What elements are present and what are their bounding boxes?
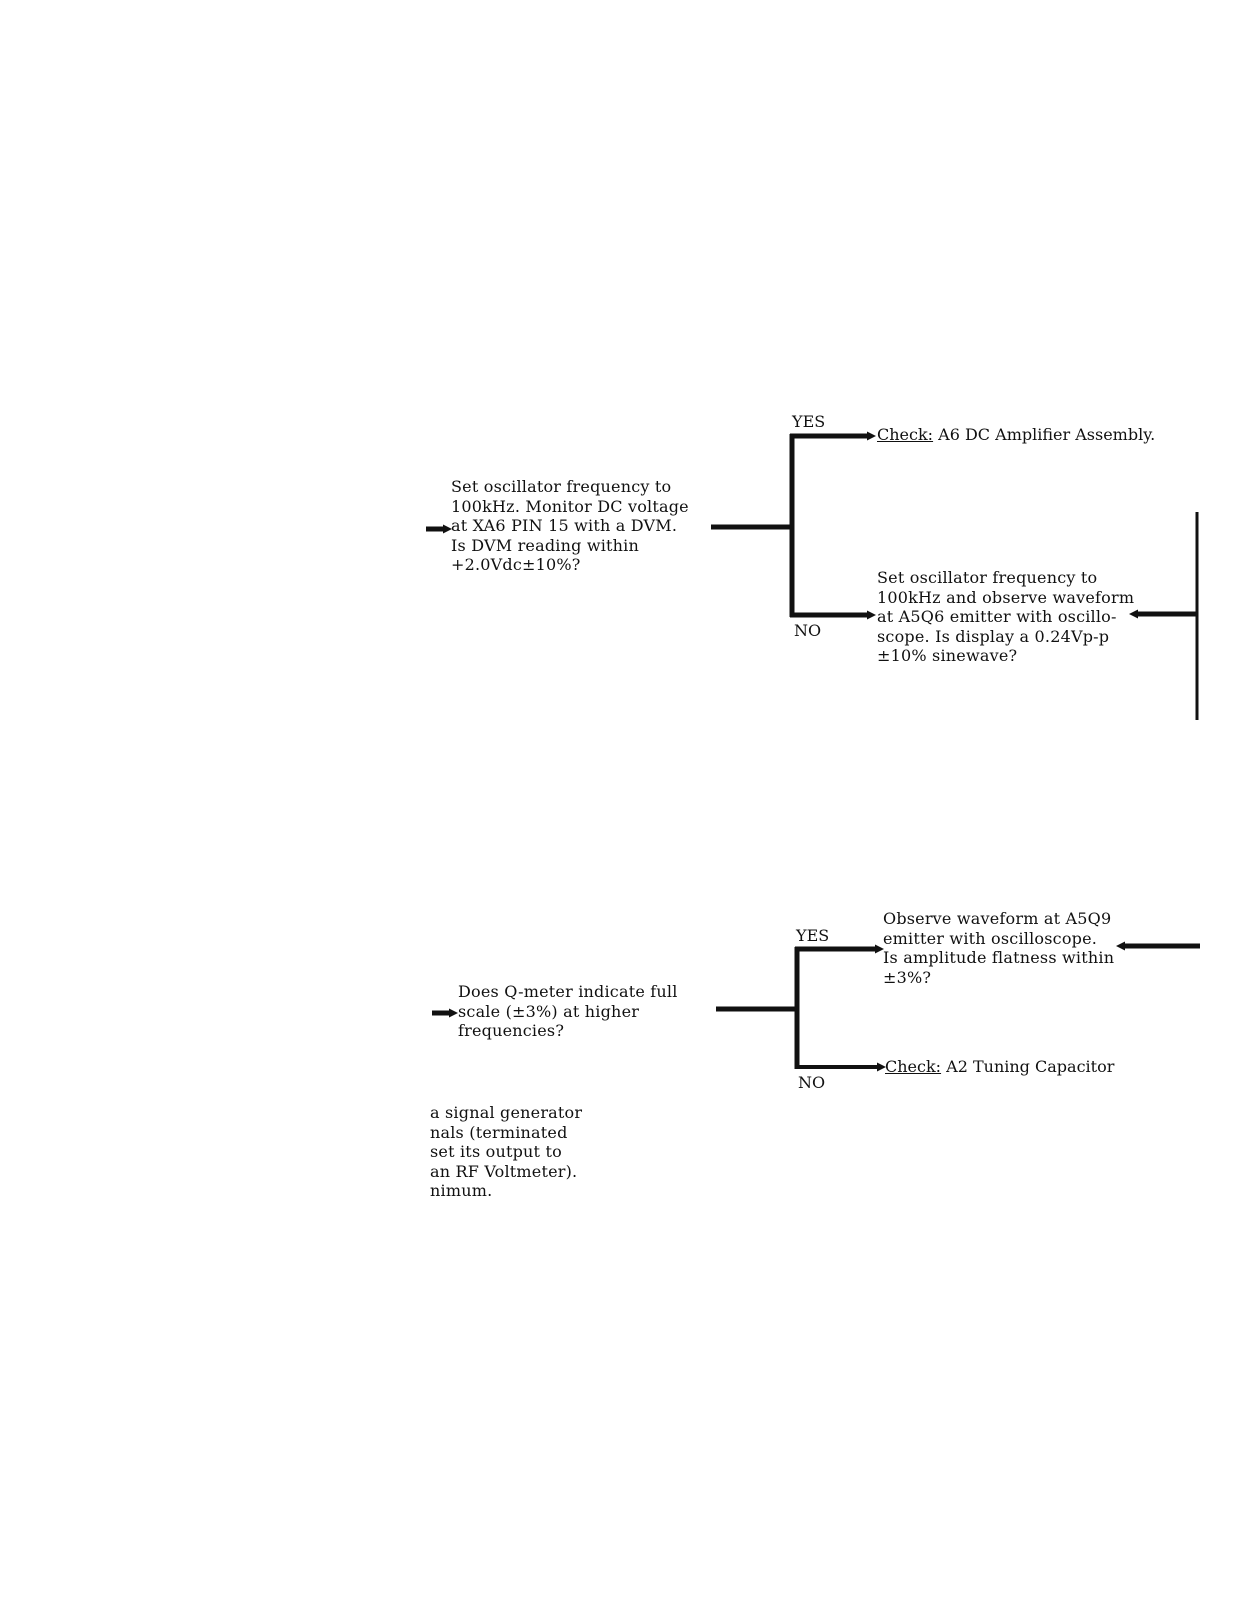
upper-yes-check-prefix: Check: — [877, 425, 934, 444]
upper-no-arrowhead — [867, 610, 876, 620]
lower-yes-question-box: Observe waveform at A5Q9 emitter with os… — [883, 909, 1115, 987]
upper-entry-arrowhead — [443, 524, 452, 534]
lower-no-arrowhead — [877, 1062, 886, 1072]
upper-yes-check: Check: A6 DC Amplifier Assembly. — [877, 426, 1155, 444]
lower-yes-arrowhead — [875, 944, 884, 954]
lower-yes-label: YES — [796, 926, 830, 945]
upper-no-question-box: Set oscillator frequency to 100kHz and o… — [877, 568, 1135, 665]
upper-yes-label: YES — [792, 412, 826, 431]
upper-question-box: Set oscillator frequency to 100kHz. Moni… — [451, 477, 689, 574]
lower-no-check: Check: A2 Tuning Capacitor — [885, 1058, 1114, 1076]
lower-no-label: NO — [798, 1073, 826, 1092]
lower-cutoff-text: a signal generator nals (terminated set … — [430, 1103, 583, 1200]
upper-yes-arrowhead — [867, 431, 876, 441]
upper-right-arrowhead — [1129, 609, 1138, 619]
lower-entry-arrowhead — [449, 1008, 458, 1018]
lower-question-box: Does Q-meter indicate full scale (±3%) a… — [458, 982, 678, 1040]
lower-right-arrowhead — [1116, 941, 1125, 951]
upper-no-label: NO — [794, 621, 822, 640]
upper-yes-check-text: A6 DC Amplifier Assembly. — [938, 425, 1156, 444]
lower-no-check-prefix: Check: — [885, 1057, 942, 1076]
lower-no-check-text: A2 Tuning Capacitor — [946, 1057, 1115, 1076]
